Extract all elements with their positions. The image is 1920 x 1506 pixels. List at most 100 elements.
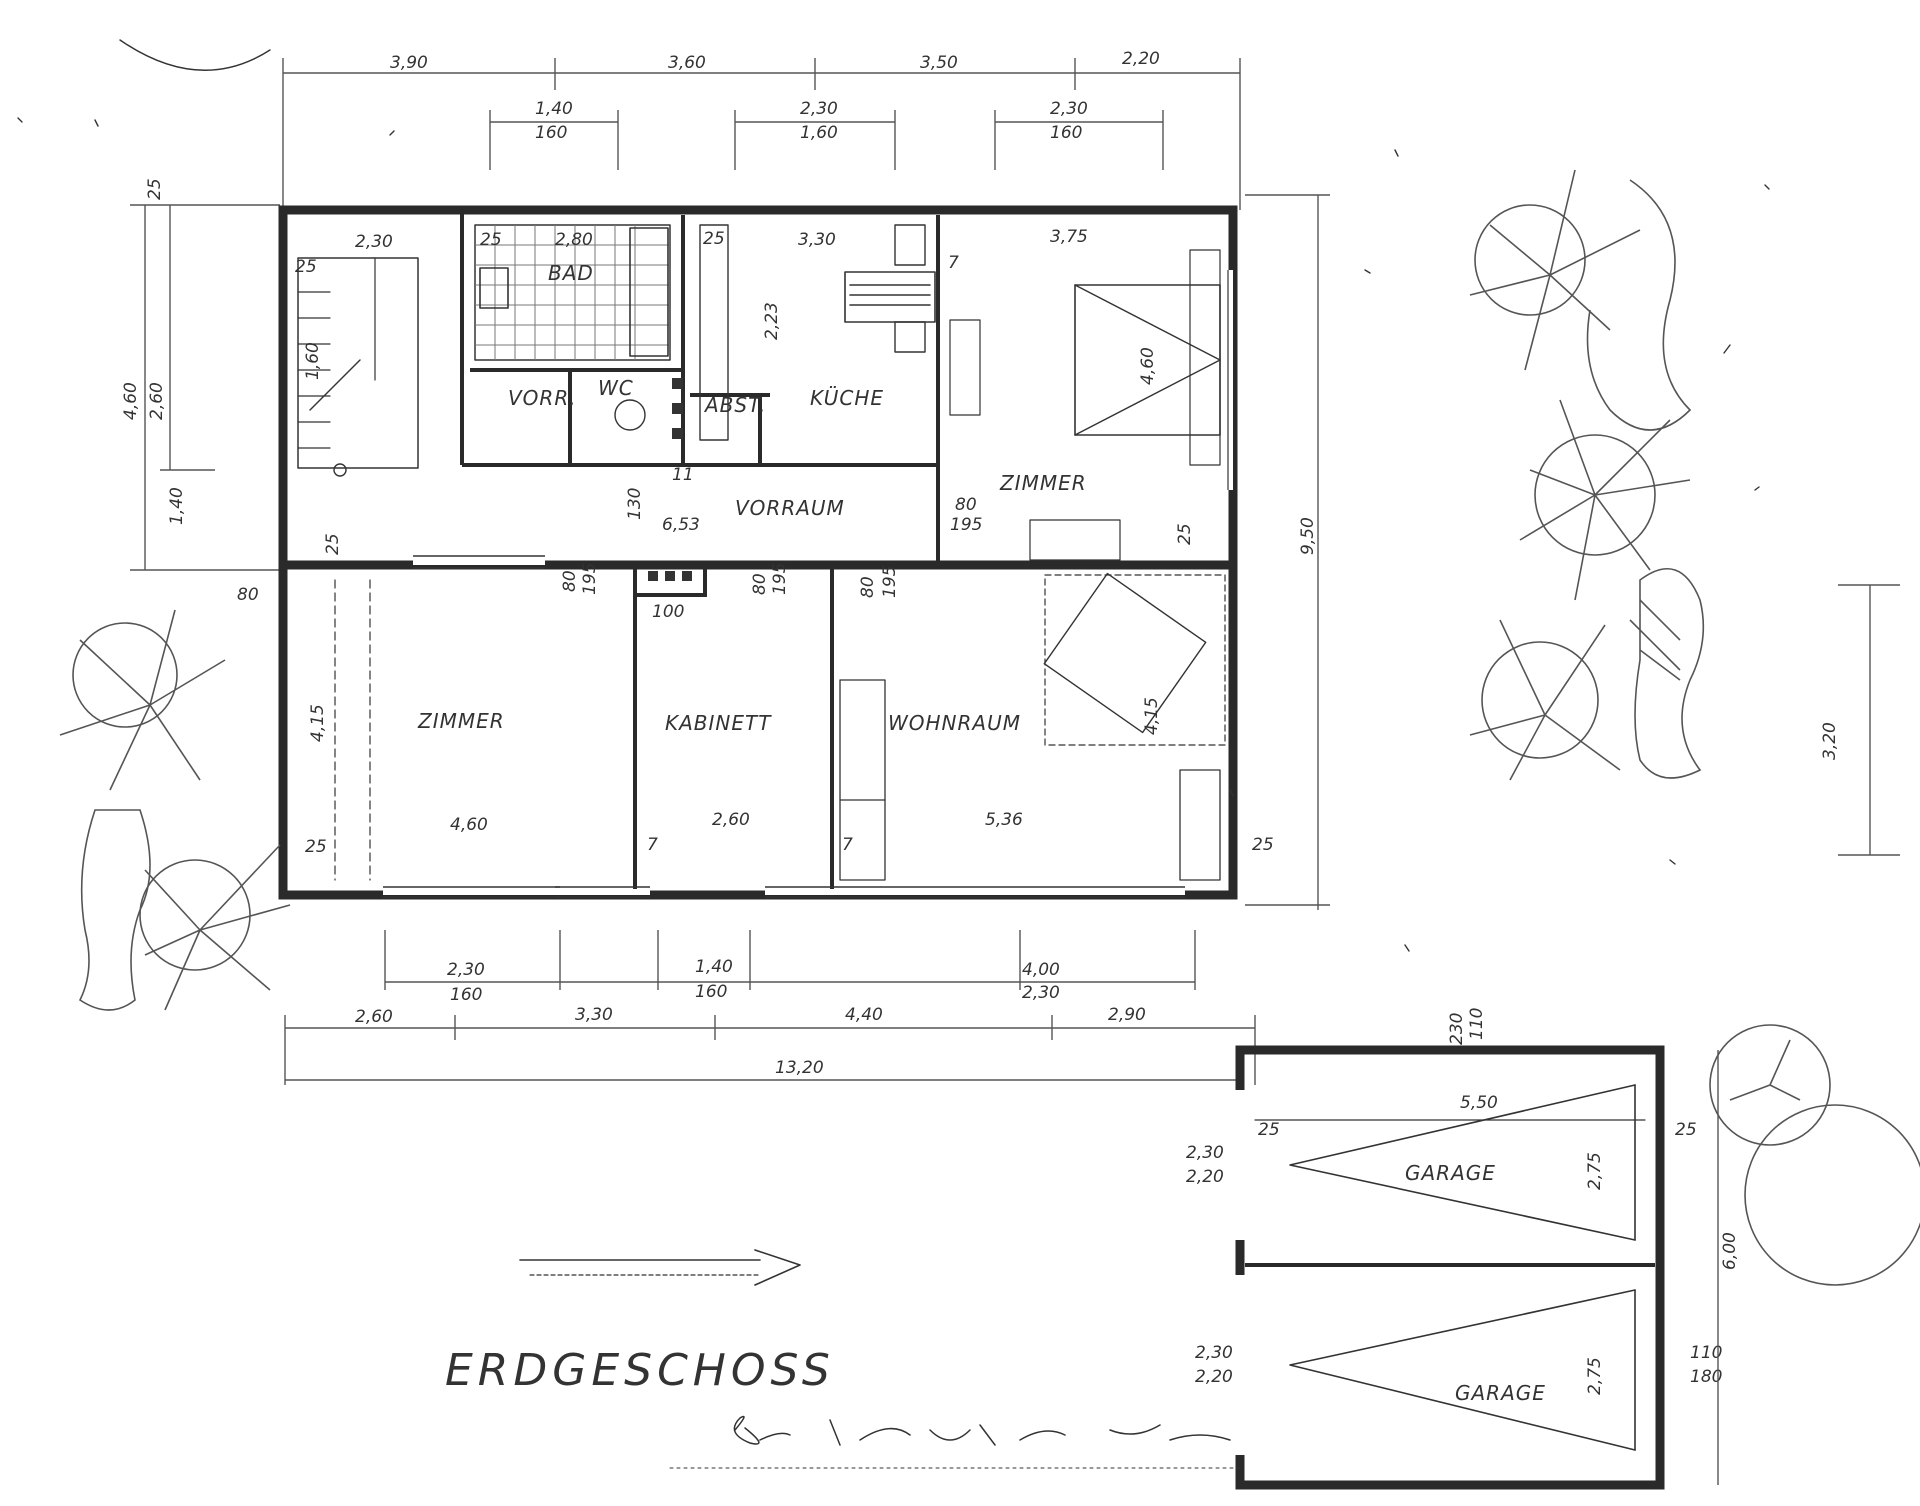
dim-garage-door-1-w: 2,30 [1186,1143,1224,1163]
plant-right-3 [1469,568,1705,781]
dim-vorraum-25: 25 [1175,523,1195,545]
room-vorr: VORR. [508,386,577,410]
dim-left-window-80: 80 [237,585,259,605]
dim-vorraum-11: 11 [672,465,694,485]
room-wc: WC [598,376,634,400]
bathroom: BAD 25 2,80 [474,224,671,361]
dim-top-window-3-w: 2,30 [1050,99,1088,119]
dim-top-window-1-w: 1,40 [535,99,573,119]
bedroom-sw: ZIMMER 4,60 4,15 25 [305,579,505,881]
dim-wohnraum-25: 25 [1252,835,1274,855]
plant-right-2 [1519,399,1691,601]
room-kueche: KÜCHE [810,386,884,410]
room-bad: BAD [548,261,594,285]
dim-garage-door-1-h: 2,20 [1186,1167,1224,1187]
dim-kabinett-w: 2,60 [712,810,750,830]
dim-stair-25b: 25 [323,533,343,555]
dimension-top-windows: 1,40 160 2,30 1,60 2,30 160 [489,99,1164,170]
room-wohnraum: WOHNRAUM [888,711,1021,735]
dim-zimmer-ne-w: 3,75 [1050,227,1088,247]
room-garage-1: GARAGE [1405,1161,1496,1185]
dim-stair-width: 2,30 [355,232,393,252]
plant-right-1 [1469,169,1692,431]
small-room: KABINETT 2,60 7 [647,711,771,855]
dim-garage-door-2-w: 2,30 [1195,1343,1233,1363]
dim-wohnraum-w: 5,36 [985,810,1023,830]
door-dims: 80 195 100 80 195 80 195 [560,563,900,622]
dim-garage-depth: 6,00 [1720,1232,1740,1270]
dim-top-window-2-w: 2,30 [800,99,838,119]
plant-left-top [59,609,226,1011]
dim-door-80-c: 80 [858,576,878,598]
direction-arrow [519,1249,801,1286]
dim-door-195-c: 195 [880,566,900,598]
dim-garage-25-r: 25 [1675,1120,1697,1140]
dimension-right: 9,50 3,20 [1245,194,1900,910]
room-garage-2: GARAGE [1455,1381,1546,1405]
dimension-top-outer: 3,90 3,60 3,50 2,20 [282,49,1241,210]
dim-top-4: 2,20 [1122,49,1160,69]
dim-vorraum-area: 6,53 [662,515,700,535]
dim-garage-top-w: 230 [1447,1013,1467,1045]
dim-zimmer-ne-7: 7 [948,253,959,273]
dim-garage-25-l: 25 [1258,1120,1280,1140]
dim-kueche-w: 3,30 [798,230,836,250]
tree-garage [1709,1024,1920,1286]
room-zimmer-ne: ZIMMER [999,471,1087,495]
dim-door-195-a: 195 [580,563,600,595]
dim-garage-side-h: 180 [1690,1367,1722,1387]
building-outline [278,205,1238,900]
dim-bottom-window-2-w: 1,40 [695,957,733,977]
dim-wohnraum-h: 4,15 [1142,697,1162,735]
dim-total-width: 13,20 [775,1058,824,1078]
dim-bottom-window-2-h: 160 [695,982,727,1002]
dim-bottom-4: 2,90 [1108,1005,1146,1025]
dim-left-1-40: 1,40 [167,487,187,525]
dim-wohnraum-7: 7 [842,835,853,855]
dimension-bottom: 2,30 160 1,40 160 4,00 2,30 2,60 3,30 4,… [284,930,1256,1085]
dim-door-195-b: 195 [770,563,790,595]
dim-top-window-1-h: 160 [535,123,567,143]
room-vorraum: VORRAUM [735,496,845,520]
dim-bottom-3: 4,40 [845,1005,883,1025]
dim-top-3: 3,50 [920,53,958,73]
dim-zimmer-sw-25: 25 [305,837,327,857]
dim-bad-2-80: 2,80 [555,230,593,250]
dim-vorraum-door-80: 80 [955,495,977,515]
margin-marks [17,39,1770,952]
dim-left-2-60: 2,60 [147,382,167,420]
staircase: 2,30 25 1,60 [295,232,419,477]
dim-right-3-20: 3,20 [1820,722,1840,760]
dim-bottom-window-3-h: 2,30 [1022,983,1060,1003]
dim-garage-door-2-h: 2,20 [1195,1367,1233,1387]
dim-stair-25: 25 [295,257,317,277]
signature [669,1415,1241,1469]
kitchen: KÜCHE 3,30 2,23 25 [699,224,936,441]
dim-kueche-25: 25 [703,229,725,249]
dim-garage-top-h: 110 [1467,1008,1487,1040]
dim-kueche-h: 2,23 [762,302,782,340]
dim-zimmer-ne-h: 4,60 [1138,347,1158,385]
dim-garage-w: 5,50 [1460,1093,1498,1113]
dim-vorraum-door-195: 195 [950,515,982,535]
drawing-title: ERDGESCHOSS [445,1345,835,1396]
dim-zimmer-sw-w: 4,60 [450,815,488,835]
room-zimmer-sw: ZIMMER [417,709,505,733]
living-room: WOHNRAUM 5,36 4,15 7 25 [839,572,1274,881]
dim-top-window-2-h: 1,60 [800,123,838,143]
plant-left-bottom [139,844,291,1011]
dim-vorraum-130: 130 [625,488,645,520]
dim-door-80-b: 80 [750,573,770,595]
dim-garage-1-h: 2,75 [1585,1152,1605,1190]
dim-door-80-a: 80 [560,570,580,592]
dim-kabinett-7: 7 [647,835,658,855]
wc-area: VORR. WC ABST. [508,376,765,439]
dim-top-1: 3,90 [390,53,428,73]
dim-garage-side-w: 110 [1690,1343,1722,1363]
dim-bottom-1: 2,60 [355,1007,393,1027]
dim-zimmer-sw-h: 4,15 [308,704,328,742]
dim-bottom-window-1-w: 2,30 [447,960,485,980]
dim-left-4-60: 4,60 [121,382,141,420]
dim-total-depth: 9,50 [1298,517,1318,555]
